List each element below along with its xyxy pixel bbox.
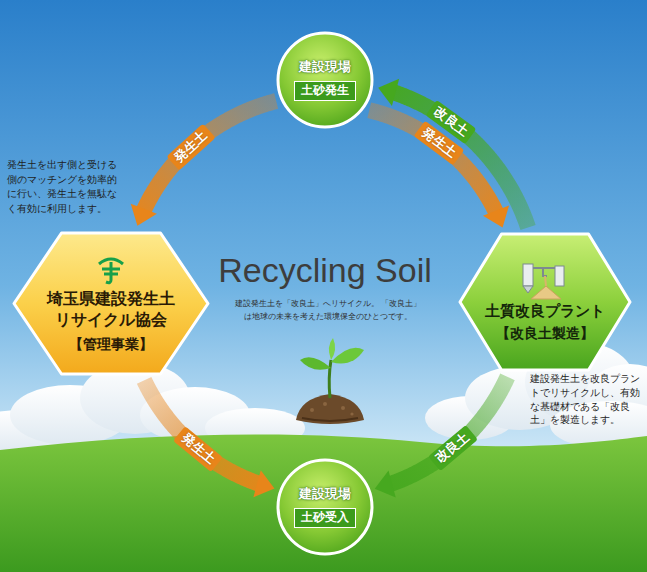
circle-outline — [276, 31, 374, 129]
process-hexagon: 埼玉県建設発生土 リサイクル協会【管理事業】 — [12, 231, 210, 376]
site-badge: 土砂受入 — [294, 508, 356, 528]
flow-arrow — [378, 79, 528, 228]
arrow-head — [375, 471, 396, 498]
node-content: 土質改良プラント【改良土製造】 — [485, 262, 605, 343]
site-heading: 建設現場 — [299, 59, 351, 76]
arrow-band — [369, 110, 496, 212]
matching-note: 発生土を出す側と受ける側のマッチングを効率的に行い、発生土を無駄なく有効に利用し… — [7, 158, 119, 216]
plant-role: 【改良土製造】 — [496, 324, 594, 342]
plant-name: 土質改良プラント — [485, 302, 605, 322]
hexagon-fill — [460, 234, 630, 370]
association-name: 埼玉県建設発生土 リサイクル協会 — [36, 289, 186, 331]
arrow-head — [131, 204, 157, 226]
site-badge: 土砂発生 — [294, 81, 356, 101]
sprout-illustration — [296, 338, 364, 424]
process-hexagon: 土質改良プラント【改良土製造】 — [458, 232, 632, 372]
center-description: 建設発生土を「改良土」へリサイクル。 「改良土」は地球の未来を考えた環境保全のひ… — [203, 298, 453, 324]
diagram-title-text: Recycling Soil — [180, 250, 470, 291]
arrow-head — [483, 206, 509, 228]
plant-note: 建設発生土を改良プラントでリサイクルし、有効な基礎材である「改良土」を製造します… — [530, 372, 640, 427]
flow-arrow — [375, 377, 508, 498]
association-role: 【管理事業】 — [69, 335, 153, 353]
arrow-head — [378, 79, 399, 106]
node-content: 建設現場土砂発生 — [294, 59, 356, 100]
circle-fill — [278, 33, 372, 127]
flow-label: 改良土 — [429, 425, 479, 471]
node-content: 埼玉県建設発生土 リサイクル協会【管理事業】 — [36, 253, 186, 353]
arrow-band — [144, 380, 259, 483]
circle-outline — [276, 458, 374, 556]
site-heading: 建設現場 — [299, 486, 351, 503]
plant-icon — [517, 262, 573, 300]
arrow-head — [253, 470, 274, 497]
flow-label: 発生土 — [166, 123, 215, 170]
flow-label: 発生土 — [173, 426, 223, 472]
flow-arrow — [131, 101, 276, 226]
circle-fill — [278, 460, 372, 554]
site-circle: 建設現場土砂発生 — [276, 31, 374, 129]
grass-field — [0, 434, 647, 572]
node-content: 建設現場土砂受入 — [294, 486, 356, 527]
arrow-band — [394, 92, 529, 227]
arrow-band — [144, 101, 277, 211]
logo-icon — [95, 253, 127, 285]
arrow-band — [390, 377, 507, 484]
hexagon-fill — [14, 233, 208, 374]
flow-arrow — [144, 380, 274, 497]
site-circle: 建設現場土砂受入 — [276, 458, 374, 556]
